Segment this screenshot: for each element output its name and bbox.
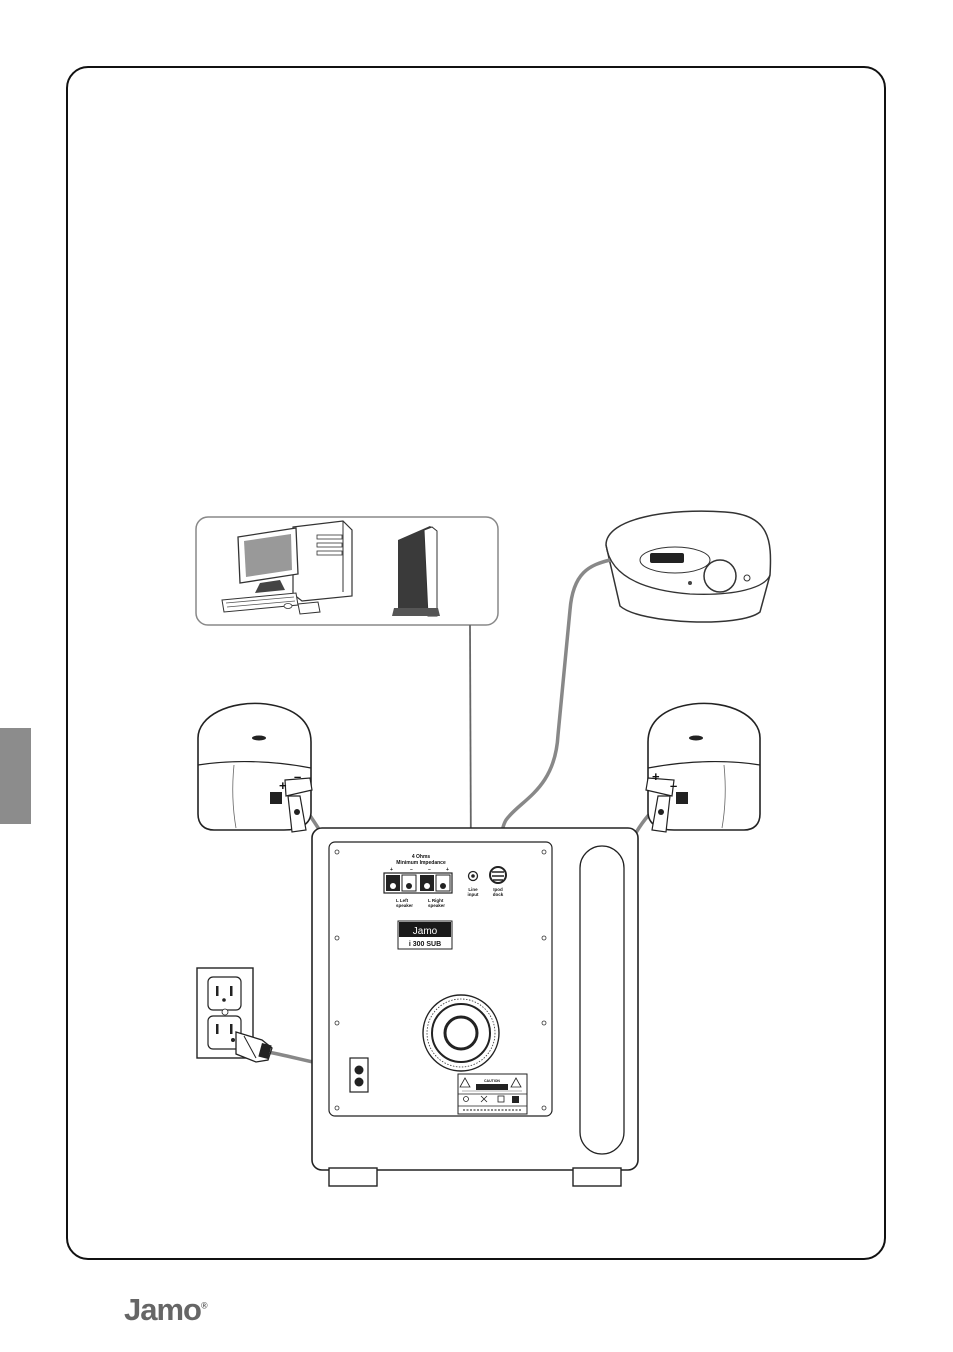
ipod-dock-connector (490, 867, 506, 883)
impedance-label-line2: Minimum Impedance (396, 860, 446, 866)
line-input-label-line2: input (468, 892, 479, 897)
left-terminal-plus-mark: + (390, 867, 393, 873)
woofer-driver (423, 995, 499, 1071)
badge-model-text: i 300 SUB (409, 941, 441, 948)
right-terminal-plus-mark: + (446, 867, 449, 873)
caution-title: CAUTION (484, 1079, 500, 1083)
source-devices-panel (196, 517, 498, 625)
left-terminal-minus-mark: – (410, 867, 413, 873)
left-satellite-speaker: + – (198, 703, 312, 832)
right-terminal-minus-mark: – (428, 867, 431, 873)
right-minus-terminal-label: – (670, 778, 677, 793)
right-speaker-output-label-line2: speaker (428, 903, 445, 908)
badge-brand-text: Jamo (413, 926, 438, 937)
speaker-terminal-block (384, 873, 452, 893)
logo-wordmark: Jamo (124, 1292, 201, 1327)
left-speaker-output-label-line2: speaker (396, 903, 413, 908)
logo-registered-mark: ® (201, 1301, 207, 1311)
ipod-dock-label-line2: dock (493, 892, 504, 897)
subwoofer-unit: 4 Ohms Minimum Impedance + – – + L Left … (312, 828, 638, 1186)
flat-tv-icon (392, 526, 440, 616)
right-satellite-speaker: + – (646, 703, 760, 832)
line-input-jack (469, 872, 478, 881)
caution-label: CAUTION (458, 1074, 527, 1114)
power-inlet (350, 1058, 368, 1092)
computer-tower-icon (293, 521, 352, 601)
jamo-brand-logo: Jamo® (124, 1292, 207, 1328)
left-minus-terminal-label: – (294, 769, 301, 784)
ipod-dock-icon (606, 511, 770, 622)
left-plus-terminal-label: + (279, 778, 287, 793)
right-plus-terminal-label: + (652, 769, 660, 784)
model-badge: Jamo i 300 SUB (398, 921, 452, 949)
